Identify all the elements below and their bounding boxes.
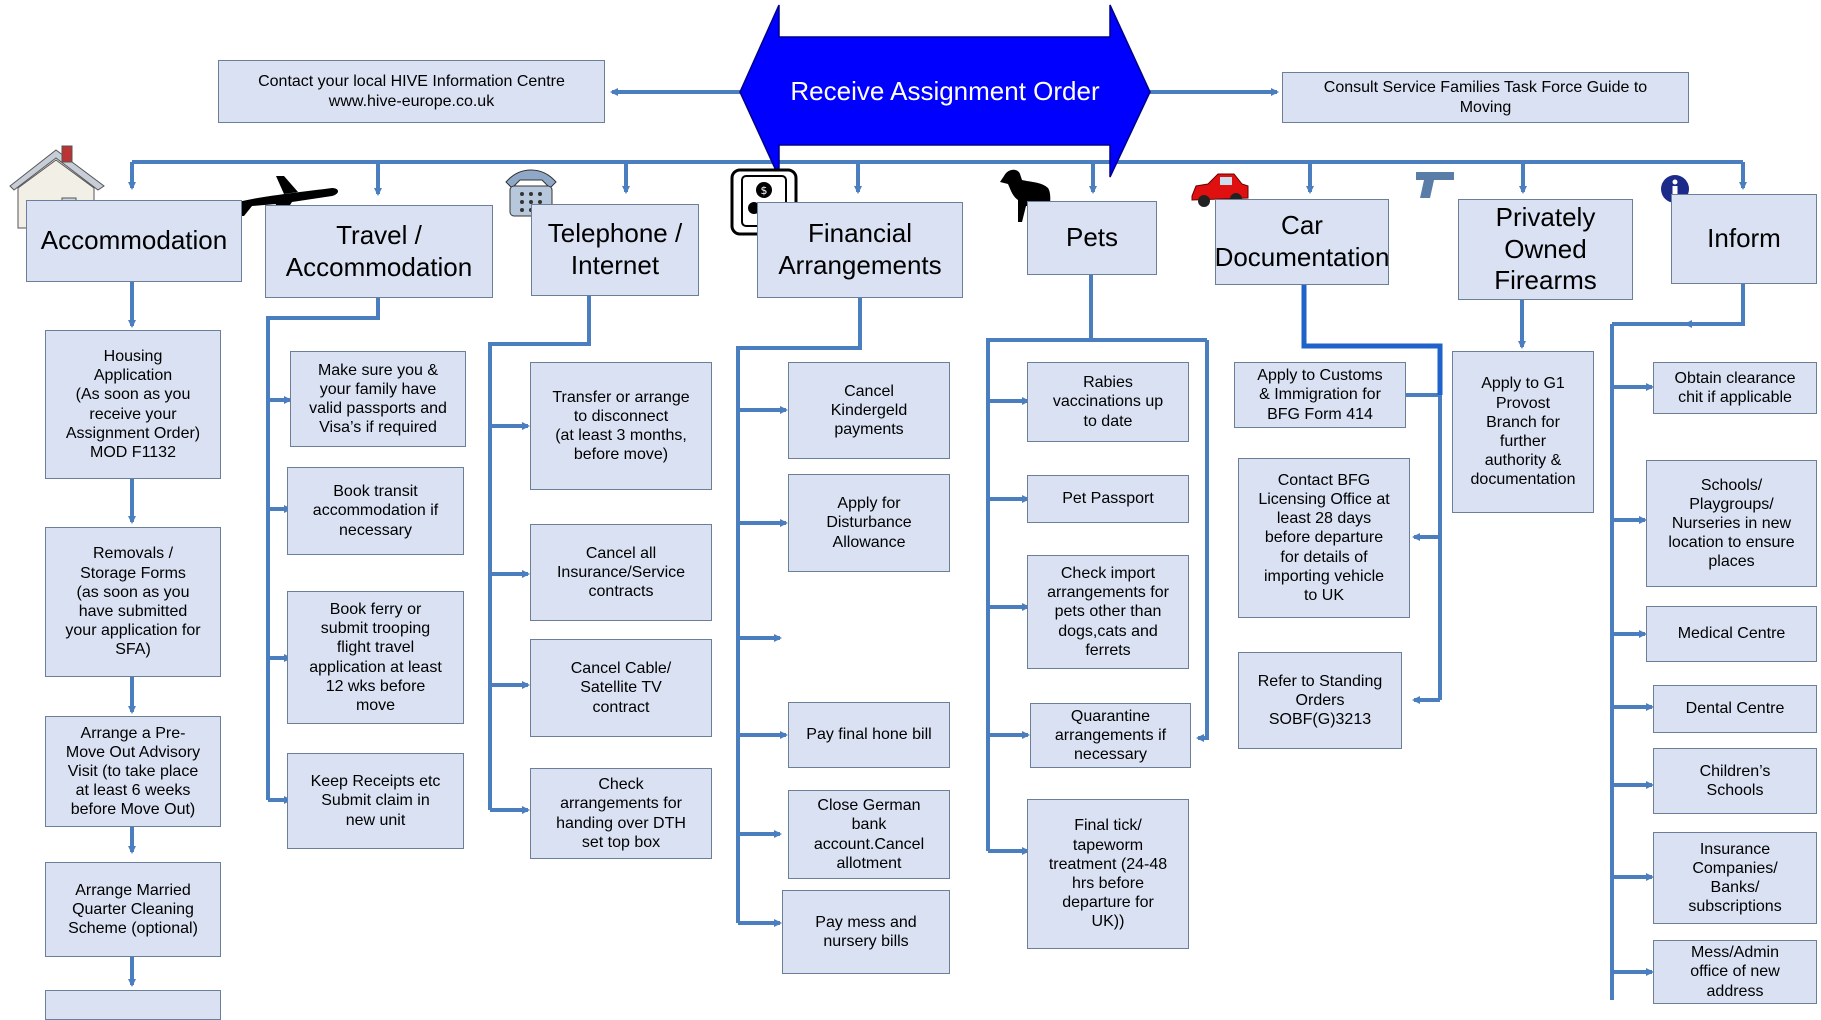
category-accommodation: Accommodation <box>26 200 242 282</box>
transfer-disconnect: Transfer or arrange to disconnect (at le… <box>530 362 712 490</box>
apply-g1-provost: Apply to G1 Provost Branch for further a… <box>1452 351 1594 513</box>
schools-playgroups: Schools/ Playgroups/ Nurseries in new lo… <box>1646 460 1817 587</box>
close-german-bank: Close German bank account.Cancel allotme… <box>788 790 950 879</box>
married-quarter-cleaning: Arrange Married Quarter Cleaning Scheme … <box>45 862 221 957</box>
book-ferry-trooping: Book ferry or submit trooping flight tra… <box>287 591 464 724</box>
bfg-licensing-office: Contact BFG Licensing Office at least 28… <box>1238 458 1410 618</box>
cancel-insurance: Cancel all Insurance/Service contracts <box>530 524 712 621</box>
insurance-banks-subscriptions: Insurance Companies/ Banks/ subscription… <box>1653 832 1817 924</box>
category-travel: Travel / Accommodation <box>265 205 493 298</box>
pay-mess-nursery: Pay mess and nursery bills <box>782 890 950 974</box>
housing-application: Housing Application (As soon as you rece… <box>45 330 221 479</box>
sfttf-guide-box: Consult Service Families Task Force Guid… <box>1282 72 1689 123</box>
category-telephone: Telephone / Internet <box>531 204 699 296</box>
removals-storage-forms: Removals / Storage Forms (as soon as you… <box>45 527 221 677</box>
pay-final-phone-bill: Pay final hone bill <box>788 702 950 768</box>
tick-tapeworm-treatment: Final tick/ tapeworm treatment (24-48 hr… <box>1027 799 1189 949</box>
cancel-kindergeld: Cancel Kindergeld payments <box>788 362 950 459</box>
receive-assignment-arrow <box>739 4 1151 178</box>
pet-passport: Pet Passport <box>1027 475 1189 523</box>
dog-icon <box>1000 169 1051 222</box>
hive-contact-box: Contact your local HIVE Information Cent… <box>218 60 605 123</box>
category-car: Car Documentation <box>1215 199 1389 285</box>
standing-orders: Refer to Standing Orders SOBF(G)3213 <box>1238 652 1402 749</box>
dental-centre: Dental Centre <box>1653 685 1817 733</box>
cancel-cable-tv: Cancel Cable/ Satellite TV contract <box>530 639 712 737</box>
keep-receipts: Keep Receipts etc Submit claim in new un… <box>287 753 464 849</box>
quarantine-arrangements: Quarantine arrangements if necessary <box>1030 703 1191 768</box>
pre-move-out-visit: Arrange a Pre- Move Out Advisory Visit (… <box>45 716 221 827</box>
customs-immigration-form: Apply to Customs & Immigration for BFG F… <box>1234 362 1406 428</box>
category-inform: Inform <box>1671 194 1817 284</box>
dth-set-top-box: Check arrangements for handing over DTH … <box>530 768 712 859</box>
childrens-schools: Children’s Schools <box>1653 748 1817 814</box>
accommodation-next-box <box>45 990 221 1020</box>
rabies-vaccinations: Rabies vaccinations up to date <box>1027 362 1189 442</box>
category-financial: Financial Arrangements <box>757 202 963 298</box>
book-transit-accommodation: Book transit accommodation if necessary <box>287 467 464 555</box>
telephone-icon <box>505 169 557 217</box>
import-arrangements-pets: Check import arrangements for pets other… <box>1027 555 1189 669</box>
disturbance-allowance: Apply for Disturbance Allowance <box>788 474 950 572</box>
receive-assignment-title: Receive Assignment Order <box>790 76 1100 106</box>
passports-visas: Make sure you & your family have valid p… <box>290 351 466 447</box>
pistol-icon <box>1416 172 1454 198</box>
mess-admin-office: Mess/Admin office of new address <box>1653 940 1817 1004</box>
medical-centre: Medical Centre <box>1646 606 1817 662</box>
svg-text:$: $ <box>761 184 768 197</box>
clearance-chit: Obtain clearance chit if applicable <box>1653 362 1817 414</box>
category-pets: Pets <box>1027 201 1157 275</box>
category-firearms: Privately Owned Firearms <box>1458 199 1633 300</box>
